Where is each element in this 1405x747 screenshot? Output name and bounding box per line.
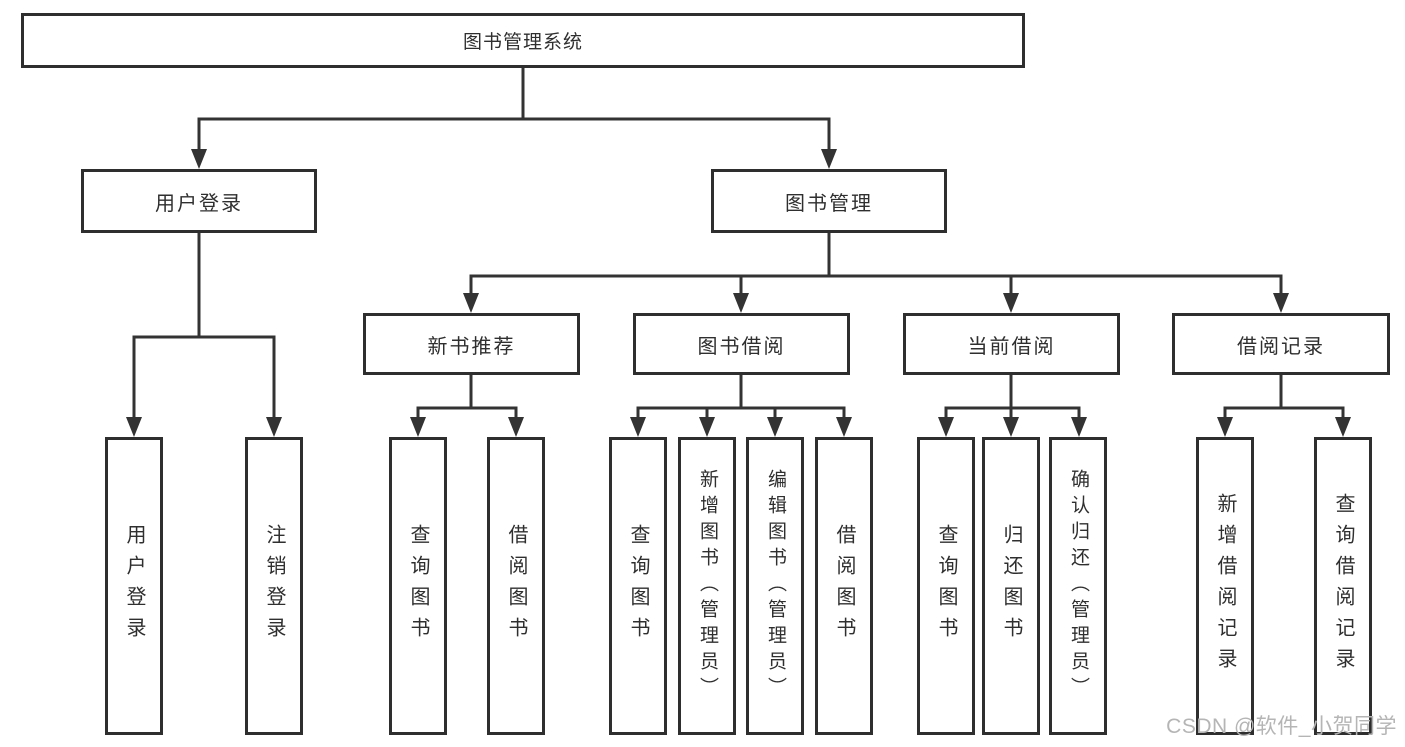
node-borrowing-records-label: 借阅记录 (1237, 335, 1325, 358)
node-borrow-query-books: 查询图书 (609, 437, 667, 735)
node-book-management-label: 图书管理 (785, 192, 873, 215)
node-cur-return-books: 归还图书 (982, 437, 1040, 735)
node-borrow-borrow-books: 借阅图书 (815, 437, 873, 735)
node-book-borrowing-label: 图书借阅 (697, 335, 786, 358)
node-records-add: 新增借阅记录 (1196, 437, 1254, 735)
watermark: CSDN @软件_小贺同学 (1166, 715, 1397, 738)
node-rec-borrow-books: 借阅图书 (487, 437, 545, 735)
node-new-book-recommend: 新书推荐 (363, 313, 580, 375)
node-new-book-recommend-label: 新书推荐 (427, 335, 516, 358)
node-login-label: 用户登录 (123, 524, 145, 648)
node-borrow-edit-books-admin-label: 编辑图书（管理员） (765, 469, 786, 703)
node-records-query: 查询借阅记录 (1314, 437, 1372, 735)
node-cur-confirm-return-admin-label: 确认归还（管理员） (1068, 469, 1089, 703)
node-records-query-label: 查询借阅记录 (1332, 493, 1354, 679)
node-borrowing-records: 借阅记录 (1172, 313, 1390, 375)
node-records-add-label: 新增借阅记录 (1214, 493, 1236, 679)
node-current-borrowing: 当前借阅 (903, 313, 1120, 375)
node-borrow-add-books-admin-label: 新增图书（管理员） (697, 469, 718, 703)
node-rec-query-books: 查询图书 (389, 437, 447, 735)
node-rec-borrow-books-label: 借阅图书 (505, 524, 527, 648)
node-user-login: 用户登录 (81, 169, 317, 233)
node-borrow-query-books-label: 查询图书 (627, 524, 649, 648)
node-cur-query-books: 查询图书 (917, 437, 975, 735)
node-logout-label: 注销登录 (263, 524, 285, 648)
node-borrow-add-books-admin: 新增图书（管理员） (678, 437, 736, 735)
node-cur-confirm-return-admin: 确认归还（管理员） (1049, 437, 1107, 735)
node-rec-query-books-label: 查询图书 (407, 524, 429, 648)
node-cur-return-books-label: 归还图书 (1000, 524, 1022, 648)
node-borrow-edit-books-admin: 编辑图书（管理员） (746, 437, 804, 735)
node-borrow-borrow-books-label: 借阅图书 (833, 524, 855, 648)
node-login: 用户登录 (105, 437, 163, 735)
node-book-borrowing: 图书借阅 (633, 313, 850, 375)
node-user-login-label: 用户登录 (155, 192, 243, 215)
node-library-system-label: 图书管理系统 (462, 32, 583, 53)
node-current-borrowing-label: 当前借阅 (967, 335, 1056, 358)
node-library-system: 图书管理系统 (21, 13, 1025, 68)
node-cur-query-books-label: 查询图书 (935, 524, 957, 648)
node-logout: 注销登录 (245, 437, 303, 735)
node-book-management: 图书管理 (711, 169, 947, 233)
